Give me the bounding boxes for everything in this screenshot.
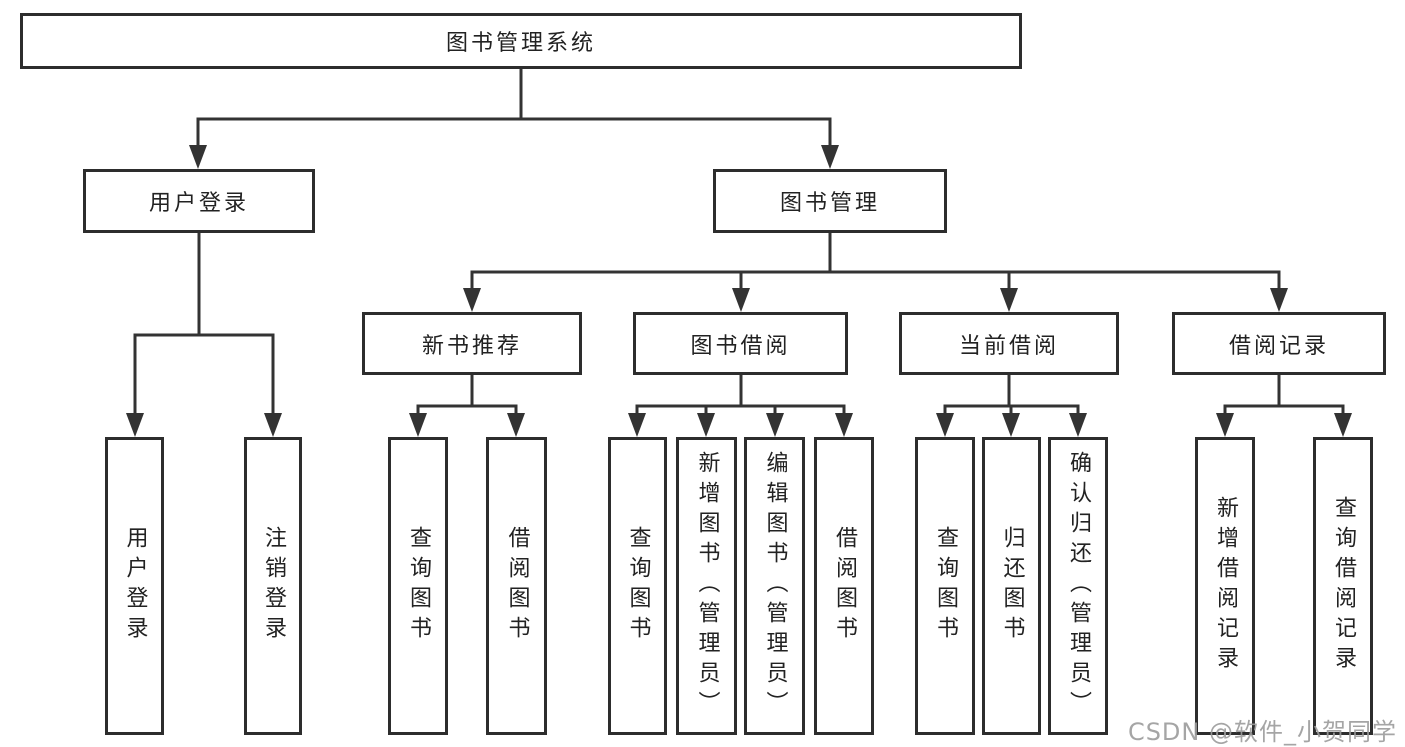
node-query-books-borrowing: 查询图书 bbox=[608, 437, 667, 735]
node-label: 查询图书 bbox=[625, 526, 651, 646]
node-library-system: 图书管理系统 bbox=[20, 13, 1022, 69]
node-book-borrowing: 图书借阅 bbox=[633, 312, 848, 375]
node-label: 图书管理系统 bbox=[445, 31, 596, 56]
node-label: 新增借阅记录 bbox=[1213, 496, 1238, 676]
node-add-borrow-record: 新增借阅记录 bbox=[1195, 437, 1255, 735]
node-label: 用户登录 bbox=[148, 191, 249, 216]
node-label: 查询图书 bbox=[933, 526, 958, 646]
node-borrow-books-borrowing: 借阅图书 bbox=[814, 437, 874, 735]
node-current-borrowing: 当前借阅 bbox=[899, 312, 1119, 375]
node-label: 借阅记录 bbox=[1228, 333, 1329, 359]
node-confirm-return-admin: 确认归还（管理员） bbox=[1048, 437, 1108, 735]
node-label: 新增图书（管理员） bbox=[694, 451, 720, 721]
node-user-login: 用户登录 bbox=[83, 169, 315, 233]
node-query-books-current: 查询图书 bbox=[915, 437, 975, 735]
node-label: 查询图书 bbox=[406, 526, 431, 646]
node-label: 用户登录 bbox=[122, 526, 148, 646]
node-add-books-admin: 新增图书（管理员） bbox=[676, 437, 737, 735]
node-query-borrow-record: 查询借阅记录 bbox=[1313, 437, 1373, 735]
node-label: 借阅图书 bbox=[504, 526, 530, 646]
node-label: 借阅图书 bbox=[832, 526, 857, 646]
node-borrowing-records: 借阅记录 bbox=[1172, 312, 1386, 375]
node-label: 确认归还（管理员） bbox=[1066, 451, 1091, 721]
node-query-books-recommend: 查询图书 bbox=[388, 437, 448, 735]
node-edit-books-admin: 编辑图书（管理员） bbox=[744, 437, 805, 735]
node-logout: 注销登录 bbox=[244, 437, 302, 735]
node-return-books: 归还图书 bbox=[982, 437, 1041, 735]
node-label: 当前借阅 bbox=[958, 333, 1059, 359]
node-label: 图书借阅 bbox=[690, 333, 791, 359]
node-label: 归还图书 bbox=[999, 526, 1025, 646]
node-label: 图书管理 bbox=[779, 191, 880, 216]
node-user-login-leaf: 用户登录 bbox=[105, 437, 164, 735]
node-label: 新书推荐 bbox=[421, 333, 522, 359]
node-label: 编辑图书（管理员） bbox=[762, 451, 788, 721]
node-label: 查询借阅记录 bbox=[1331, 496, 1356, 676]
csdn-watermark: CSDN @软件_小贺同学 bbox=[1127, 718, 1397, 746]
node-borrow-books-recommend: 借阅图书 bbox=[486, 437, 547, 735]
node-book-management: 图书管理 bbox=[713, 169, 947, 233]
node-new-book-recommendation: 新书推荐 bbox=[362, 312, 582, 375]
node-label: 注销登录 bbox=[261, 526, 286, 646]
